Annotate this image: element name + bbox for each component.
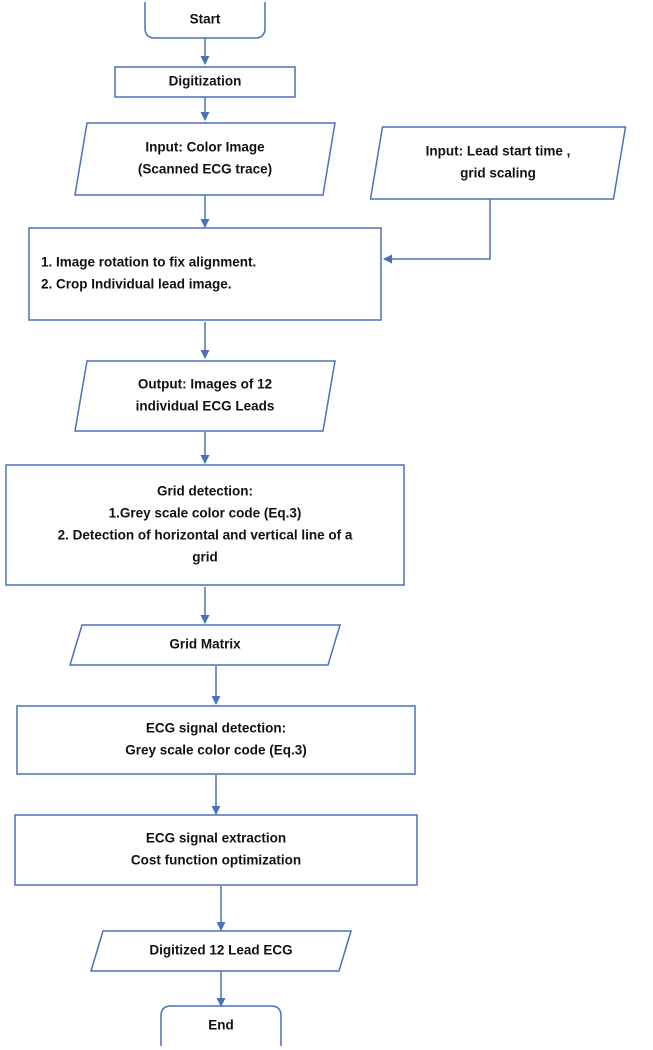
grid-detection-label-line: 1.Grey scale color code (Eq.3) [109, 506, 302, 521]
signal-detection-label-line: Grey scale color code (Eq.3) [125, 743, 307, 758]
grid-matrix: Grid Matrix [68, 624, 342, 666]
start-label-line: Start [190, 12, 221, 27]
start-shape [144, 2, 266, 39]
start-terminal: Start [144, 2, 266, 39]
grid-detection-label-line: 2. Detection of horizontal and vertical … [58, 528, 353, 543]
grid-matrix-label-line: Grid Matrix [169, 637, 241, 652]
output-images-label-line: Output: Images of 12 [138, 377, 272, 392]
rotation-label-line: 1. Image rotation to fix alignment. [41, 255, 256, 270]
signal-extraction-label-line: Cost function optimization [131, 853, 301, 868]
input-lead-label-line: grid scaling [460, 166, 536, 181]
output-images: Output: Images of 12 individual ECG Leads [74, 360, 336, 432]
rotation-label-line: 2. Crop Individual lead image. [41, 277, 232, 292]
image-rotation-step: 1. Image rotation to fix alignment. 2. Cr… [28, 227, 382, 321]
digitized-ecg-output: Digitized 12 Lead ECG [89, 930, 353, 972]
digitization-box [114, 66, 296, 98]
image-rotation-box [28, 227, 382, 321]
flowchart-edges [200, 38, 491, 1007]
input-color-label-line: (Scanned ECG trace) [138, 162, 272, 177]
grid-detection-label-line: grid [192, 550, 218, 565]
ecg-signal-extraction-box [14, 814, 418, 886]
ecg-signal-detection-box [16, 705, 416, 775]
grid-detection-box [5, 464, 405, 586]
input-color-image-parallelogram [74, 122, 336, 196]
digitized-label-line: Digitized 12 Lead ECG [149, 943, 292, 958]
grid-detection-step: Grid detection: 1.Grey scale color code (… [5, 464, 405, 586]
grid-detection-label-line: Grid detection: [157, 484, 253, 499]
digitization-step: Digitization [114, 66, 296, 98]
end-shape [160, 1005, 282, 1046]
signal-detection-label-line: ECG signal detection: [146, 721, 286, 736]
signal-extraction-label-line: ECG signal extraction [146, 831, 286, 846]
output-images-parallelogram [74, 360, 336, 432]
digitization-label-line: Digitization [169, 74, 242, 89]
ecg-signal-detection-step: ECG signal detection: Grey scale color co… [16, 705, 416, 775]
input-color-label-line: Input: Color Image [145, 140, 265, 155]
edge-input-lead-to-rotation [383, 199, 491, 264]
end-terminal: End [160, 1005, 282, 1046]
digitized-ecg-parallelogram [89, 930, 353, 972]
end-label-line: End [208, 1018, 234, 1033]
output-images-label-line: individual ECG Leads [136, 399, 275, 414]
input-lead-start-time-parallelogram [369, 126, 627, 200]
input-lead-start-time: Input: Lead start time , grid scaling [369, 126, 627, 200]
input-lead-label-line: Input: Lead start time , [426, 144, 571, 159]
input-color-image: Input: Color Image (Scanned ECG trace) [74, 122, 336, 196]
grid-matrix-parallelogram [68, 624, 342, 666]
